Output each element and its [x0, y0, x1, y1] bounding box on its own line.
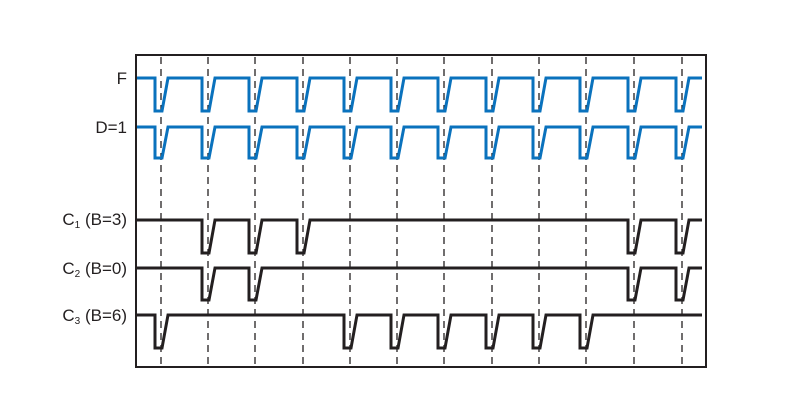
waveform-c2	[137, 266, 702, 302]
signal-label-c3: C3 (B=6)	[62, 306, 127, 327]
diagram-frame	[135, 54, 707, 368]
signal-label-c2: C2 (B=0)	[62, 259, 127, 280]
waveform-c1	[137, 218, 702, 255]
waveform-c3	[137, 313, 702, 350]
signal-label-f: F	[116, 69, 127, 88]
signal-label-d1: D=1	[95, 118, 127, 137]
signal-waveforms	[137, 76, 702, 350]
waveform-d1	[137, 125, 702, 160]
clock-gridlines	[160, 57, 683, 365]
waveform-f	[137, 76, 702, 113]
signal-label-c1: C1 (B=3)	[62, 210, 127, 231]
